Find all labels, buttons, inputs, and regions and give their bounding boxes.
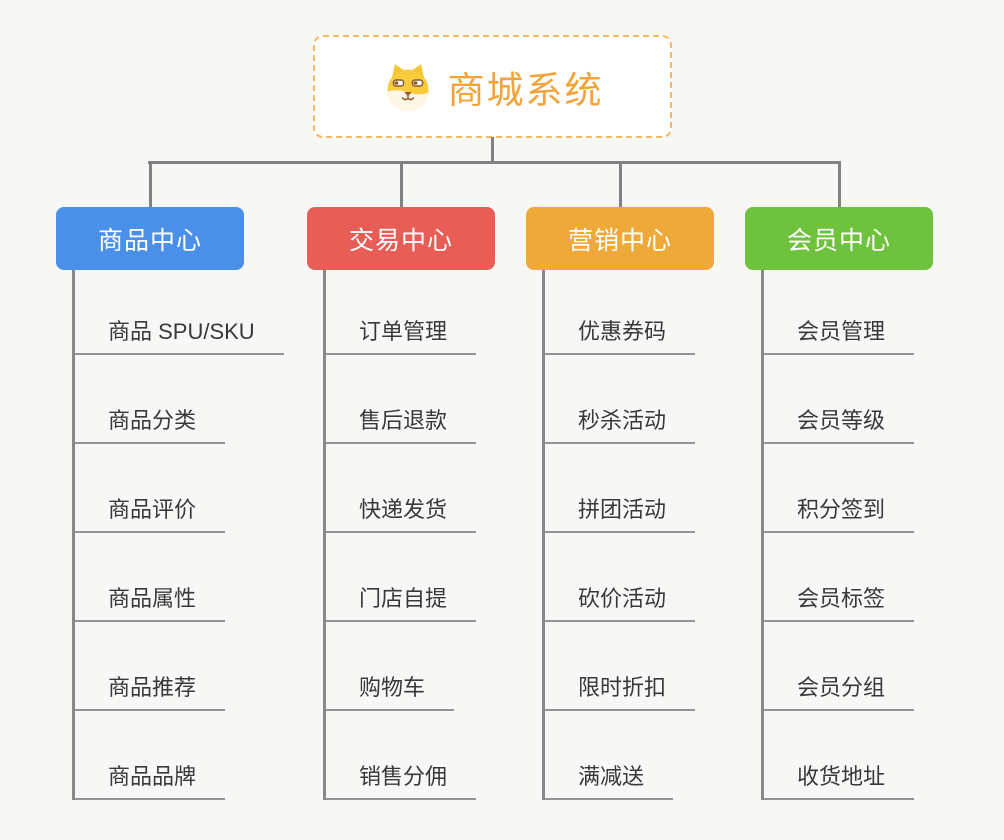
shiba-dog-face-icon [386, 63, 429, 111]
child-topic[interactable]: 砍价活动 [545, 533, 696, 622]
child-topic[interactable]: 快递发货 [326, 444, 477, 533]
connector-branch-drop [618, 161, 622, 207]
child-topic[interactable]: 会员管理 [764, 270, 915, 355]
branch-label: 交易中心 [348, 226, 453, 255]
branch-box-3[interactable]: 营销中心 [526, 207, 714, 270]
connector-root-stem [491, 137, 494, 162]
child-topic[interactable]: 优惠券码 [545, 270, 696, 355]
child-topic[interactable]: 积分签到 [764, 444, 915, 533]
branch-children: 会员管理会员等级积分签到会员标签会员分组收货地址 [761, 270, 915, 800]
child-topic[interactable]: 商品 SPU/SKU [75, 270, 284, 355]
child-topic[interactable]: 商品推荐 [75, 622, 226, 711]
connector-horizontal [148, 161, 841, 164]
child-topic[interactable]: 收货地址 [764, 711, 915, 800]
child-topic[interactable]: 满减送 [545, 711, 674, 800]
child-topic[interactable]: 商品品牌 [75, 711, 226, 800]
branch-children: 优惠券码秒杀活动拼团活动砍价活动限时折扣满减送 [542, 270, 696, 800]
branch: 营销中心 优惠券码秒杀活动拼团活动砍价活动限时折扣满减送 [526, 161, 714, 800]
child-topic[interactable]: 门店自提 [326, 533, 477, 622]
root-label: 商城系统 [447, 69, 604, 111]
root-node[interactable]: 商城系统 [313, 35, 672, 138]
connector-branch-drop [399, 161, 403, 207]
branch-box-4[interactable]: 会员中心 [745, 207, 933, 270]
child-topic[interactable]: 商品评价 [75, 444, 226, 533]
branch-label: 会员中心 [786, 226, 891, 255]
child-topic[interactable]: 会员标签 [764, 533, 915, 622]
child-topic[interactable]: 拼团活动 [545, 444, 696, 533]
branch-box-1[interactable]: 商品中心 [56, 207, 244, 270]
branch-label: 营销中心 [567, 226, 672, 255]
child-topic[interactable]: 商品分类 [75, 355, 226, 444]
branch-box-2[interactable]: 交易中心 [307, 207, 495, 270]
child-topic[interactable]: 会员等级 [764, 355, 915, 444]
child-topic[interactable]: 会员分组 [764, 622, 915, 711]
child-topic[interactable]: 秒杀活动 [545, 355, 696, 444]
child-topic[interactable]: 购物车 [326, 622, 455, 711]
branch: 交易中心 订单管理售后退款快递发货门店自提购物车销售分佣 [307, 161, 495, 800]
branch-children: 订单管理售后退款快递发货门店自提购物车销售分佣 [323, 270, 477, 800]
child-topic[interactable]: 限时折扣 [545, 622, 696, 711]
connector-branch-drop [148, 161, 152, 207]
connector-branch-drop [837, 161, 841, 207]
child-topic[interactable]: 商品属性 [75, 533, 226, 622]
child-topic[interactable]: 销售分佣 [326, 711, 477, 800]
child-topic[interactable]: 订单管理 [326, 270, 477, 355]
branch: 会员中心 会员管理会员等级积分签到会员标签会员分组收货地址 [745, 161, 933, 800]
child-topic[interactable]: 售后退款 [326, 355, 477, 444]
branch-label: 商品中心 [97, 226, 202, 255]
